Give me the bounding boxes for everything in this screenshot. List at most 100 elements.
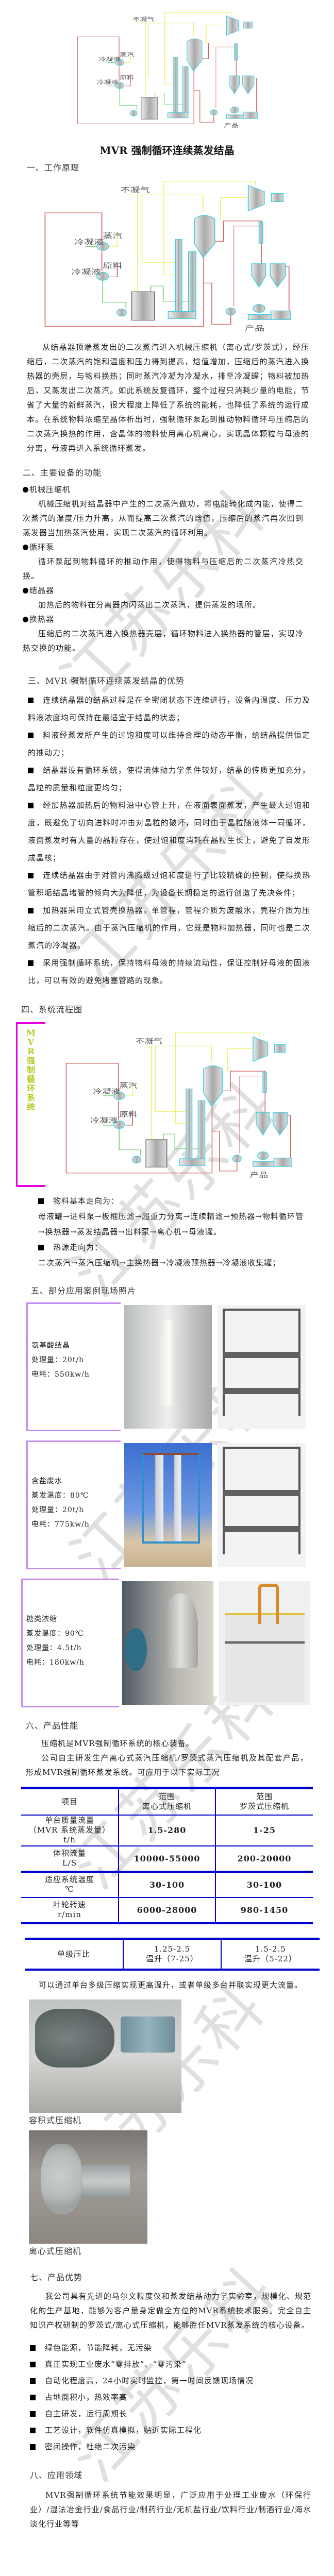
diagram-frame-bracket xyxy=(16,1022,45,1187)
product-line xyxy=(204,282,231,325)
page-title: MVR 强制循环连续蒸发结晶 xyxy=(99,144,235,157)
product-line xyxy=(212,1130,238,1172)
section8-heading: 八、应用领域 xyxy=(30,2470,83,2480)
flow-description: 物料基本走向为： 母液罐→进料泵→板框压滤→超重力分离→连续精滤→预热器→物料循… xyxy=(38,1193,304,1270)
material-flow: 母液罐→进料泵→板框压滤→超重力分离→连续精滤→预热器→物料循环管→换热器→蒸发… xyxy=(38,1212,304,1236)
material-line xyxy=(202,43,237,59)
square-bullet-icon xyxy=(30,2444,36,2450)
material-flow-label: 物料基本走向为： xyxy=(38,1193,304,1209)
section4-heading: 四、系统流程图 xyxy=(21,1005,83,1014)
centrifuge xyxy=(230,107,239,114)
scaling-note: 可以通过单台多级压缩实现更高温升，或者单级多台并联实现更大流量。 xyxy=(39,1980,303,1990)
centrifuge-base xyxy=(247,314,272,320)
label-steam: 蒸汽 xyxy=(120,51,134,58)
motor xyxy=(271,193,284,202)
bullet-icon xyxy=(23,545,28,550)
table-row: 单级压比 1.25-2.5 温升（7-25） 1.5-2.5 温升（5-22） xyxy=(25,1939,320,1970)
equipment-desc: 加热后的物料在分离器内闪蒸出二次蒸汽，提供蒸发的场所。 xyxy=(38,600,261,609)
centrifugal-compressor-caption: 离心式压缩机 xyxy=(29,2246,82,2256)
equipment-item: 机械压缩机 xyxy=(23,482,304,497)
vent-line xyxy=(155,1046,188,1112)
table-row: 适应系统温度 ℃ 30-100 30-100 xyxy=(21,1871,313,1897)
square-bullet-icon xyxy=(30,2428,36,2433)
label-condensate: 冷凝液 xyxy=(71,268,101,276)
hopper xyxy=(256,1112,270,1136)
square-bullet-icon xyxy=(38,1198,44,1204)
case-2-site-photo xyxy=(124,1443,212,1567)
feed-preheater xyxy=(115,82,125,89)
square-bullet-icon xyxy=(30,2378,36,2384)
label-condensate: 冷凝液 xyxy=(93,1088,120,1095)
discharge-pump xyxy=(232,1155,242,1163)
return-line xyxy=(233,226,259,307)
condensate-tank xyxy=(141,97,158,120)
heat-flow-label: 热源走向为： xyxy=(38,1240,304,1255)
feed-preheater xyxy=(113,1120,125,1129)
product-advantage-item: 真正实现工业废水“零排放”、“零污染” xyxy=(30,2356,311,2372)
advantage-item: 采用强制循环系统，保持物料母液的持续流动性，保证控制好母液的固液比，可以有效的避… xyxy=(28,958,310,985)
square-bullet-icon xyxy=(28,698,34,703)
vent-line xyxy=(148,23,175,76)
hopper xyxy=(270,263,286,288)
steam-line xyxy=(125,1083,133,1096)
case-3-3d-render xyxy=(219,1581,310,1705)
centrifuge xyxy=(257,1151,269,1160)
process-diagram-system: 不凝气 蒸汽 冷凝液 原料 冷凝液 产品 xyxy=(60,1030,296,1179)
equipment-item: 循环泵 xyxy=(23,540,304,554)
square-bullet-icon xyxy=(28,908,34,913)
product-advantage-item: 密闭操作，杜绝二次污染 xyxy=(30,2438,311,2455)
advantage-item: 连续结晶器的结晶过程是在全密闭状态下连续进行，设备内温度、压力及料液浓度均可保持… xyxy=(28,696,310,722)
condensate-line xyxy=(150,285,196,302)
vent-line xyxy=(141,195,177,263)
label-condensate: 冷凝液 xyxy=(99,56,121,62)
feed-line xyxy=(126,1110,133,1126)
steam-line xyxy=(164,12,232,84)
circulation-pipe xyxy=(182,66,189,114)
heater-column xyxy=(175,239,182,313)
label-condensate: 冷凝液 xyxy=(90,1116,118,1124)
cyclone xyxy=(258,222,263,244)
condensate-line xyxy=(119,1128,141,1156)
label-steam: 蒸汽 xyxy=(103,232,123,240)
square-bullet-icon xyxy=(28,733,34,738)
hopper xyxy=(242,75,255,94)
material-line xyxy=(77,36,194,124)
equipment-list: 机械压缩机 机械压缩机对结晶器中产生的二次蒸汽做功，将电能转化成内能，使得二次蒸… xyxy=(23,482,304,655)
case-2-3d-render xyxy=(218,1443,306,1567)
compressor xyxy=(253,1036,269,1062)
system-diagram-block: MVR强制循环系统 不凝气 蒸汽 冷凝液 原料 冷凝液 产品 xyxy=(0,1022,334,1187)
section6-heading: 六、产品性能 xyxy=(26,1721,79,1731)
label-non-condensable: 不凝气 xyxy=(120,186,150,194)
square-bullet-icon xyxy=(30,2395,36,2400)
material-line xyxy=(288,1115,291,1159)
product-advantage-item: 占地面积小，热效率高 xyxy=(30,2389,311,2405)
label-product: 产品 xyxy=(250,1171,268,1179)
discharge-pump xyxy=(210,109,218,116)
centrifuge xyxy=(253,304,265,313)
material-line xyxy=(65,1063,213,1174)
table-header-cell: 范围 罗茨式压缩机 xyxy=(215,1788,313,1815)
exchanger-base xyxy=(167,112,189,118)
material-line xyxy=(44,212,205,327)
heat-flow: 二次蒸汽→蒸汽压缩机→主换热器→冷凝液预热器→冷凝液收集罐； xyxy=(38,1258,281,1267)
equipment-item: 结晶器 xyxy=(23,583,304,598)
equipment-desc: 机械压缩机对结晶器中产生的二次蒸汽做功，将电能转化成内能，使得二次蒸汽的温度/压… xyxy=(23,499,304,537)
product-advantage-item: 绿色能源，节能降耗，无污染 xyxy=(30,2340,311,2356)
roots-compressor-caption: 容积式压缩机 xyxy=(29,2115,82,2125)
case-3-specs: 糖类浓缩 蒸发温度：90℃ 处理量：4.5t/h 电耗：180kw/h xyxy=(26,1615,85,1667)
label-non-condensable: 不凝气 xyxy=(135,1038,162,1045)
feed-pump xyxy=(129,110,138,116)
square-bullet-icon xyxy=(38,1245,44,1250)
case-2: 含盐废水 蒸发温度：80℃ 处理量：20t/h 电耗：775kw/h xyxy=(0,1440,334,1569)
label-feed: 原料 xyxy=(120,75,134,81)
table-row: 单台质量流量 （MVR 系统蒸发量） t/h 1.5-280 1-25 xyxy=(21,1815,313,1846)
label-feed: 原料 xyxy=(119,1111,137,1118)
advantage-item: 结晶器设有循环系统，使得流体动力学条件较好，结晶的传质更加充分，晶粒的质量和粒度… xyxy=(28,766,310,792)
condensate-line xyxy=(102,280,127,309)
material-line xyxy=(254,78,257,113)
case-frame xyxy=(21,1579,119,1707)
equipment-desc: 循环泵起到物料循环的推动作用，使得物料与压缩后的二次蒸汽冷热交换。 xyxy=(23,557,304,581)
collection-box xyxy=(270,310,291,320)
table-header-cell: 范围 离心式压缩机 xyxy=(118,1788,216,1815)
